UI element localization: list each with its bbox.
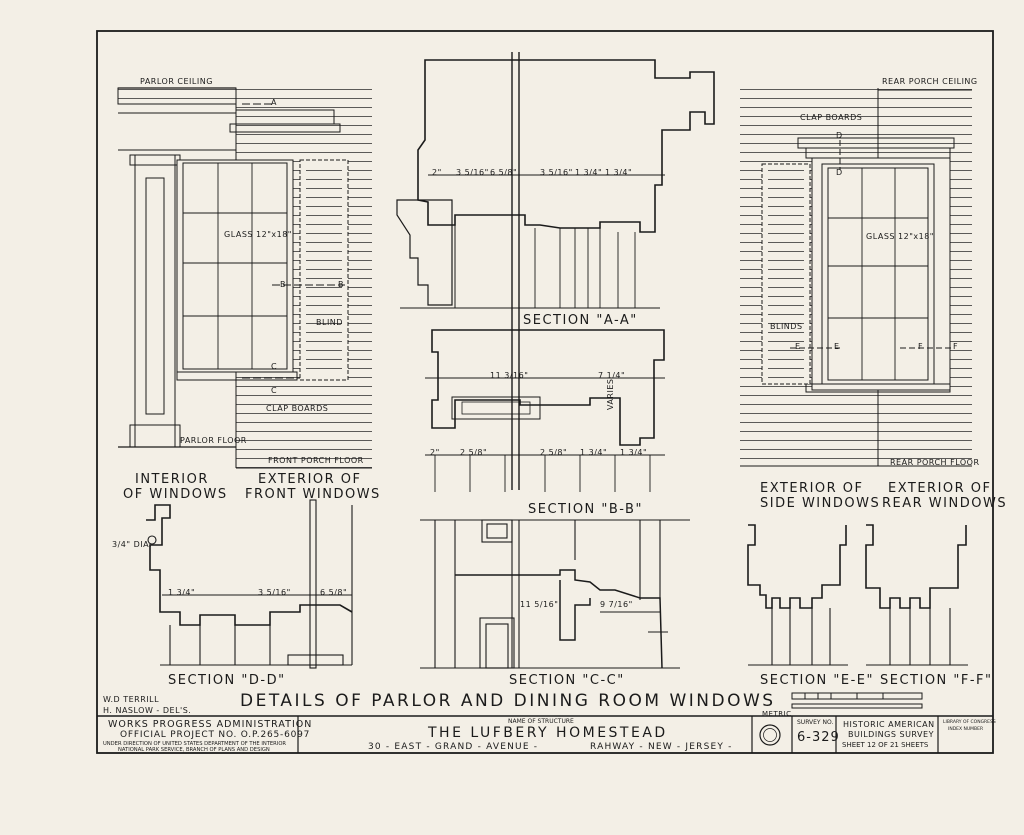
parlor-ceiling-label: PARLOR CEILING [140, 77, 213, 86]
dia-label: 3/4" DIA. [112, 540, 152, 549]
caption-side-1: EXTERIOR OF [760, 481, 864, 496]
dim-a-6: 1 3/4" [605, 168, 633, 177]
clapboards-label-front: CLAP BOARDS [266, 404, 329, 413]
side-rear-window-elevation [740, 88, 972, 467]
section-d-d-label: SECTION "D-D" [168, 673, 286, 688]
scale-bar [791, 692, 923, 709]
rear-porch-ceiling-label: REAR PORCH CEILING [882, 77, 978, 86]
caption-interior-2: OF WINDOWS [123, 487, 228, 502]
dim-c-1: 11 5/16" [520, 600, 559, 609]
sheet-number: SHEET 12 OF 21 SHEETS [842, 741, 929, 749]
dim-b-2: 7 1/4" [598, 371, 626, 380]
section-mark-a: A [271, 98, 277, 107]
section-mark-e-right: E [834, 342, 840, 351]
dim-b-bottom-3: 2 5/8" [540, 448, 568, 457]
section-mark-b-right: B [338, 280, 344, 289]
dim-a-1: 2" [432, 168, 442, 177]
clapboards-label-rear: CLAP BOARDS [800, 113, 863, 122]
dim-a-2: 3 5/16" [456, 168, 489, 177]
section-mark-f-right: F [953, 342, 959, 351]
section-c-c-label: SECTION "C-C" [509, 673, 625, 688]
habs-line-1: HISTORIC AMERICAN [843, 720, 935, 729]
rear-porch-floor-label: REAR PORCH FLOOR [890, 458, 980, 467]
dim-b-bottom-1: 2" [430, 448, 440, 457]
section-d-d [146, 499, 353, 669]
section-e-e-label: SECTION "E-E" [760, 673, 874, 688]
dim-b-bottom-5: 1 3/4" [620, 448, 648, 457]
dim-b-bottom-4: 1 3/4" [580, 448, 608, 457]
survey-no: 6-329 [797, 730, 840, 745]
scale-label: METRIC [762, 710, 792, 718]
dim-d-3: 6 5/8" [320, 588, 348, 597]
loc-line-2: INDEX NUMBER [948, 727, 984, 732]
title-block-grid [297, 716, 939, 753]
front-porch-floor-label: FRONT PORCH FLOOR [268, 456, 364, 465]
drawing-title: DETAILS OF PARLOR AND DINING ROOM WINDOW… [240, 691, 776, 711]
structure-name: THE LUFBERY HOMESTEAD [428, 725, 668, 741]
sheet-border [96, 30, 994, 754]
section-f-f [865, 524, 968, 666]
section-f-f-label: SECTION "F-F" [880, 673, 993, 688]
caption-front-1: EXTERIOR OF [258, 472, 362, 487]
dim-b-1: 11 3/16" [490, 371, 529, 380]
blinds-label: BLINDS [770, 322, 803, 331]
address: 30 - EAST - GRAND - AVENUE - [368, 742, 539, 752]
section-mark-f-left: F [918, 342, 924, 351]
section-a-a-label: SECTION "A-A" [523, 313, 638, 328]
section-mark-d-upper: D [836, 131, 843, 140]
parlor-floor-label: PARLOR FLOOR [180, 436, 247, 445]
section-mark-b-left: B [280, 280, 286, 289]
direction-line-2: NATIONAL PARK SERVICE, BRANCH OF PLANS A… [118, 747, 270, 753]
official-project: OFFICIAL PROJECT NO. O.P.265-6097 [120, 730, 311, 740]
section-b-b [425, 329, 665, 492]
glass-label-front: GLASS 12"x18" [224, 230, 292, 239]
drafter-1: W.D TERRILL [103, 695, 160, 704]
section-c-c [420, 519, 690, 669]
section-a-a [396, 52, 715, 490]
dim-d-1: 1 3/4" [168, 588, 196, 597]
blind-label: BLIND [316, 318, 343, 327]
caption-rear-2: REAR WINDOWS [882, 496, 1008, 511]
survey-no-label: SURVEY NO. [797, 719, 834, 726]
name-of-structure-label: NAME OF STRUCTURE [508, 718, 574, 725]
section-e-e [747, 524, 848, 666]
city: RAHWAY - NEW - JERSEY - [590, 742, 733, 752]
dim-a-4: 3 5/16" [540, 168, 573, 177]
dim-b-bottom-2: 2 5/8" [460, 448, 488, 457]
drafter-2: H. NASLOW - DEL'S. [103, 706, 192, 715]
glass-label-rear: GLASS 12"x18" [866, 232, 934, 241]
loc-line-1: LIBRARY OF CONGRESS [943, 720, 996, 725]
section-mark-c-upper: C [271, 362, 278, 371]
dim-c-2: 9 7/16" [600, 600, 633, 609]
caption-rear-1: EXTERIOR OF [888, 481, 992, 496]
caption-side-2: SIDE WINDOWS [760, 496, 881, 511]
section-mark-d-lower: D [836, 168, 843, 177]
section-mark-e-left: E [795, 342, 801, 351]
front-window-elevation [117, 87, 372, 469]
varies-label: VARIES [606, 378, 615, 410]
habs-line-2: BUILDINGS SURVEY [848, 730, 934, 739]
caption-front-2: FRONT WINDOWS [245, 487, 381, 502]
section-mark-c-lower: C [271, 386, 278, 395]
dim-a-5: 1 3/4" [575, 168, 603, 177]
dim-a-3: 6 5/8" [490, 168, 518, 177]
wpa-heading: WORKS PROGRESS ADMINISTRATION [108, 719, 313, 730]
section-b-b-label: SECTION "B-B" [528, 502, 643, 517]
direction-line-1: UNDER DIRECTION OF UNITED STATES DEPARTM… [103, 741, 287, 747]
caption-interior-1: INTERIOR [135, 472, 209, 487]
dim-d-2: 3 5/16" [258, 588, 291, 597]
